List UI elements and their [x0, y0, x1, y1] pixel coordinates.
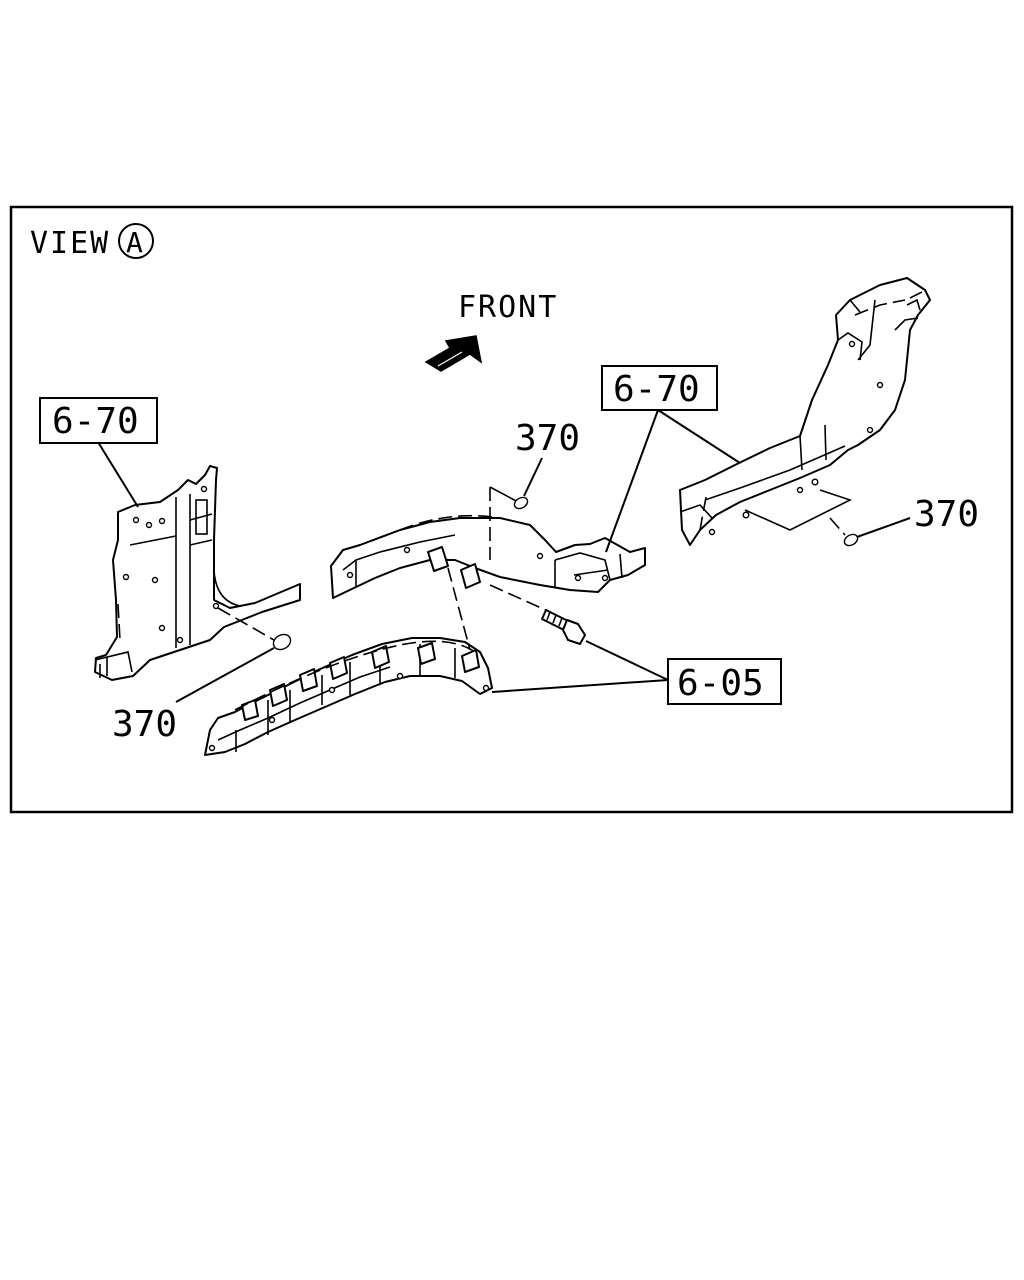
view-title: VIEW	[30, 226, 110, 261]
callout-6-70-left-text: 6-70	[52, 401, 139, 442]
callout-6-05-text: 6-05	[677, 663, 764, 704]
center-rail-bracket	[427, 546, 481, 589]
label-370-left: 370	[112, 704, 177, 745]
front-arrow-icon	[424, 335, 483, 372]
grommet-370-center	[513, 496, 529, 510]
leader-6-70-center-a	[605, 409, 659, 553]
assembly-line-2	[489, 584, 551, 613]
lower-curved-rail	[204, 637, 493, 756]
label-370-right: 370	[914, 494, 979, 535]
leader-370-left	[175, 647, 275, 703]
leader-6-05-b	[585, 640, 669, 681]
assembly-line-right-370	[829, 517, 846, 536]
assembly-line-left-370	[217, 607, 275, 641]
callout-6-05: 6-05	[667, 658, 782, 705]
leader-370-center	[523, 457, 543, 497]
center-upper-rail	[330, 486, 646, 599]
grommet-370-left	[272, 633, 292, 651]
view-marker-letter: A	[126, 226, 145, 259]
view-marker-icon: A	[118, 223, 154, 259]
bolt-icon	[541, 609, 586, 645]
assembly-line-1	[447, 567, 471, 651]
leader-6-05-a	[491, 679, 669, 693]
view-frame	[9, 205, 1014, 814]
label-370-center: 370	[515, 418, 580, 459]
callout-6-70-left: 6-70	[39, 397, 158, 444]
leader-370-right	[856, 517, 911, 538]
leader-6-70-center-b	[657, 409, 741, 464]
left-wheelhouse-panel	[94, 465, 301, 681]
callout-6-70-center-text: 6-70	[613, 369, 700, 410]
front-label: FRONT	[458, 290, 558, 325]
callout-6-70-center: 6-70	[601, 365, 718, 411]
leader-6-70-left	[97, 441, 139, 508]
right-frame-rail	[679, 277, 931, 546]
